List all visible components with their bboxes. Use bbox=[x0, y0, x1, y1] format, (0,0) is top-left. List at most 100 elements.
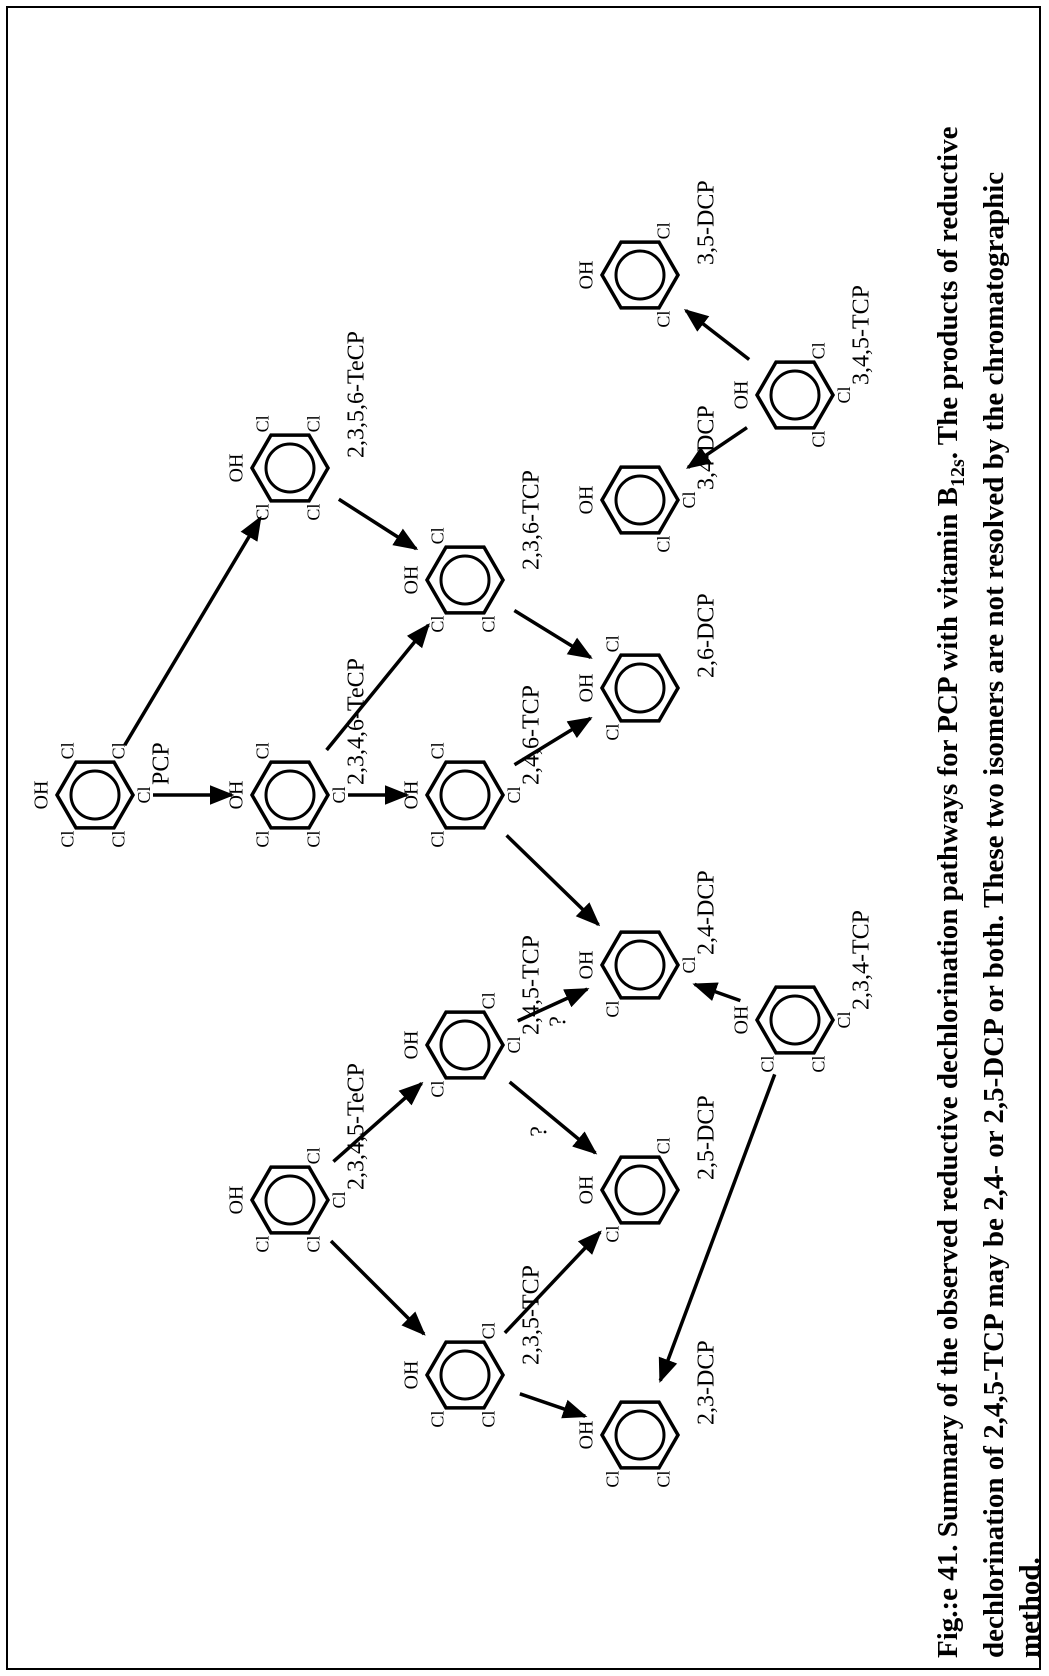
cl-label: Cl bbox=[504, 1036, 524, 1053]
aromatic-circle bbox=[614, 474, 666, 526]
compound-label-dcp26: 2,6-DCP bbox=[694, 593, 720, 678]
oh-label: OH bbox=[576, 1421, 598, 1450]
oh-label: OH bbox=[401, 1031, 423, 1060]
compound-label-tcp234: 2,3,4-TCP bbox=[849, 910, 875, 1010]
pathway-arrow-tecp2356-to-tcp236 bbox=[337, 497, 419, 551]
pathway-arrow-tcp235-to-dcp25 bbox=[503, 1230, 602, 1335]
cl-label: Cl bbox=[109, 742, 129, 759]
caption-line-1-text: Fig.:e 41. Summary of the observed reduc… bbox=[932, 487, 964, 1658]
cl-label: Cl bbox=[479, 1411, 499, 1428]
cl-label: Cl bbox=[479, 616, 499, 633]
cl-label: Cl bbox=[253, 504, 273, 521]
cl-label: Cl bbox=[304, 831, 324, 848]
oh-label: OH bbox=[401, 781, 423, 810]
benzene-ring bbox=[424, 760, 506, 830]
caption-line-1: Fig.:e 41. Summary of the observed reduc… bbox=[930, 18, 976, 1658]
cl-label: Cl bbox=[428, 1081, 448, 1098]
benzene-ring bbox=[599, 465, 681, 535]
compound-label-tcp245: 2,4,5-TCP bbox=[519, 935, 545, 1035]
cl-label: Cl bbox=[428, 527, 448, 544]
benzene-ring bbox=[754, 985, 836, 1055]
pathway-arrow-tecp2345-to-tcp235 bbox=[329, 1239, 426, 1336]
pathway-arrow-tecp2346-to-tcp236 bbox=[325, 623, 430, 752]
pathway-arrow-tecp2345-to-tcp245 bbox=[332, 1081, 424, 1163]
caption-line-1-tail: . The products of reductive bbox=[932, 126, 964, 460]
cl-label: Cl bbox=[679, 956, 699, 973]
pathway-arrow-tcp234-to-dcp24 bbox=[692, 982, 741, 1003]
aromatic-circle bbox=[769, 369, 821, 421]
oh-label: OH bbox=[401, 1361, 423, 1390]
compound-label-dcp25: 2,5-DCP bbox=[694, 1095, 720, 1180]
compound-label-tcp235: 2,3,5-TCP bbox=[519, 1265, 545, 1365]
pathway-arrow-tcp345-to-dcp35 bbox=[683, 309, 751, 361]
caption-line-3: method. bbox=[1013, 1557, 1046, 1658]
cl-label: Cl bbox=[654, 222, 674, 239]
cl-label: Cl bbox=[253, 742, 273, 759]
oh-label: OH bbox=[226, 454, 248, 483]
aromatic-circle bbox=[614, 249, 666, 301]
cl-label: Cl bbox=[304, 415, 324, 432]
cl-label: Cl bbox=[758, 1056, 778, 1073]
figure-frame bbox=[6, 6, 1041, 1670]
compound-label-dcp34: 3,4-DCP bbox=[694, 405, 720, 490]
cl-label: Cl bbox=[654, 536, 674, 553]
pathway-arrow-tcp236-to-dcp26 bbox=[513, 608, 593, 660]
oh-label: OH bbox=[226, 781, 248, 810]
benzene-ring bbox=[424, 545, 506, 615]
cl-label: Cl bbox=[479, 1322, 499, 1339]
pathway-arrow-tcp245-to-dcp25 bbox=[508, 1080, 598, 1155]
compound-label-tcp246: 2,4,6-TCP bbox=[519, 685, 545, 785]
cl-label: Cl bbox=[809, 1056, 829, 1073]
cl-label: Cl bbox=[603, 1001, 623, 1018]
cl-label: Cl bbox=[654, 1471, 674, 1488]
compound-label-tecp2356: 2,3,5,6-TeCP bbox=[344, 331, 370, 458]
aromatic-circle bbox=[264, 442, 316, 494]
arrows-layer: ?? bbox=[123, 309, 777, 1419]
cl-label: Cl bbox=[428, 742, 448, 759]
benzene-ring bbox=[249, 1165, 331, 1235]
oh-label: OH bbox=[576, 951, 598, 980]
cl-label: Cl bbox=[58, 742, 78, 759]
benzene-ring bbox=[599, 240, 681, 310]
cl-label: Cl bbox=[834, 1011, 854, 1028]
oh-label: OH bbox=[731, 1006, 753, 1035]
pathway-arrow-tcp246-to-dcp24 bbox=[505, 834, 601, 927]
oh-label: OH bbox=[576, 261, 598, 290]
oh-label: OH bbox=[576, 1176, 598, 1205]
compound-label-tecp2345: 2,3,4,5-TeCP bbox=[344, 1063, 370, 1190]
compound-label-pcp: PCP bbox=[149, 742, 175, 785]
aromatic-circle bbox=[614, 662, 666, 714]
benzene-ring bbox=[424, 1010, 506, 1080]
uncertain-pathway-mark: ? bbox=[527, 1126, 553, 1137]
pathway-arrow-tcp345-to-dcp34 bbox=[685, 426, 748, 469]
aromatic-circle bbox=[264, 1174, 316, 1226]
cl-label: Cl bbox=[304, 1236, 324, 1253]
caption-subscript: 12s bbox=[946, 459, 969, 488]
oh-label: OH bbox=[576, 486, 598, 515]
cl-label: Cl bbox=[304, 1147, 324, 1164]
figure-caption: Fig.:e 41. Summary of the observed reduc… bbox=[930, 18, 1048, 1658]
benzene-ring bbox=[424, 1340, 506, 1410]
benzene-ring bbox=[599, 653, 681, 723]
cl-label: Cl bbox=[603, 724, 623, 741]
compound-label-tcp236: 2,3,6-TCP bbox=[519, 470, 545, 570]
aromatic-circle bbox=[439, 1019, 491, 1071]
benzene-ring bbox=[54, 760, 136, 830]
aromatic-circle bbox=[614, 1409, 666, 1461]
benzene-ring bbox=[599, 930, 681, 1000]
cl-label: Cl bbox=[603, 635, 623, 652]
compound-label-dcp24: 2,4-DCP bbox=[694, 870, 720, 955]
aromatic-circle bbox=[614, 1164, 666, 1216]
aromatic-circle bbox=[439, 769, 491, 821]
